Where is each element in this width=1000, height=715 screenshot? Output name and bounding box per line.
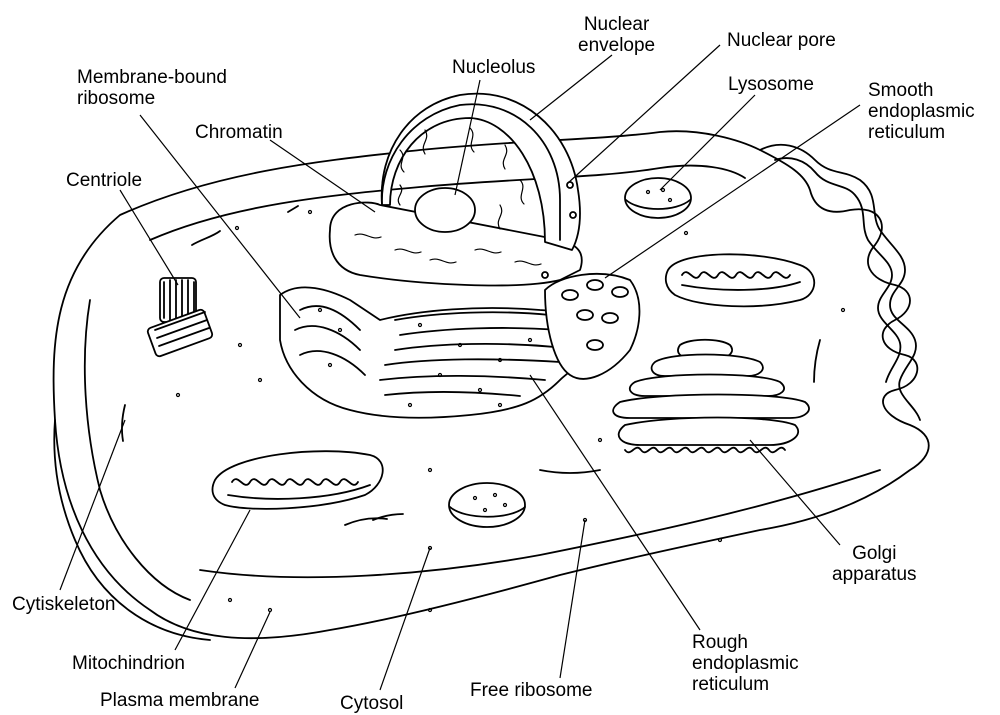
label-plasma-membrane: Plasma membrane xyxy=(100,690,259,711)
label-free-ribosome: Free ribosome xyxy=(470,680,593,701)
label-smooth-er-line1: Smooth xyxy=(868,80,975,101)
label-lysosome: Lysosome xyxy=(728,74,814,95)
label-cytosol: Cytosol xyxy=(340,693,403,714)
label-golgi-line2: apparatus xyxy=(832,564,917,585)
lysosome-shape xyxy=(625,178,691,218)
mitochondrion-right xyxy=(666,254,814,306)
label-golgi-line1: Golgi xyxy=(832,543,917,564)
label-nuclear-pore: Nuclear pore xyxy=(727,30,836,51)
label-membrane-bound-ribosome-line2: ribosome xyxy=(77,88,227,109)
label-nucleolus: Nucleolus xyxy=(452,57,535,78)
leader-nuclear-envelope xyxy=(530,55,612,120)
label-membrane-bound-ribosome: Membrane-bound ribosome xyxy=(77,67,227,109)
label-rough-er: Rough endoplasmic reticulum xyxy=(692,632,799,695)
label-rough-er-line1: Rough xyxy=(692,632,799,653)
nucleolus-shape xyxy=(415,188,475,232)
label-nuclear-envelope: Nuclear envelope xyxy=(578,14,655,56)
vesicle-shape xyxy=(449,483,525,527)
label-membrane-bound-ribosome-line1: Membrane-bound xyxy=(77,67,227,88)
label-mitochondrion: Mitochindrion xyxy=(72,653,185,674)
label-nuclear-envelope-line2: envelope xyxy=(578,35,655,56)
label-rough-er-line3: reticulum xyxy=(692,674,799,695)
label-centriole: Centriole xyxy=(66,170,142,191)
label-golgi-apparatus: Golgi apparatus xyxy=(832,543,917,585)
label-smooth-er-line2: endoplasmic xyxy=(868,101,975,122)
label-cytoskeleton: Cytiskeleton xyxy=(12,594,116,615)
label-smooth-er: Smooth endoplasmic reticulum xyxy=(868,80,975,143)
label-rough-er-line2: endoplasmic xyxy=(692,653,799,674)
label-chromatin: Chromatin xyxy=(195,122,283,143)
label-nuclear-envelope-line1: Nuclear xyxy=(578,14,655,35)
label-smooth-er-line3: reticulum xyxy=(868,122,975,143)
